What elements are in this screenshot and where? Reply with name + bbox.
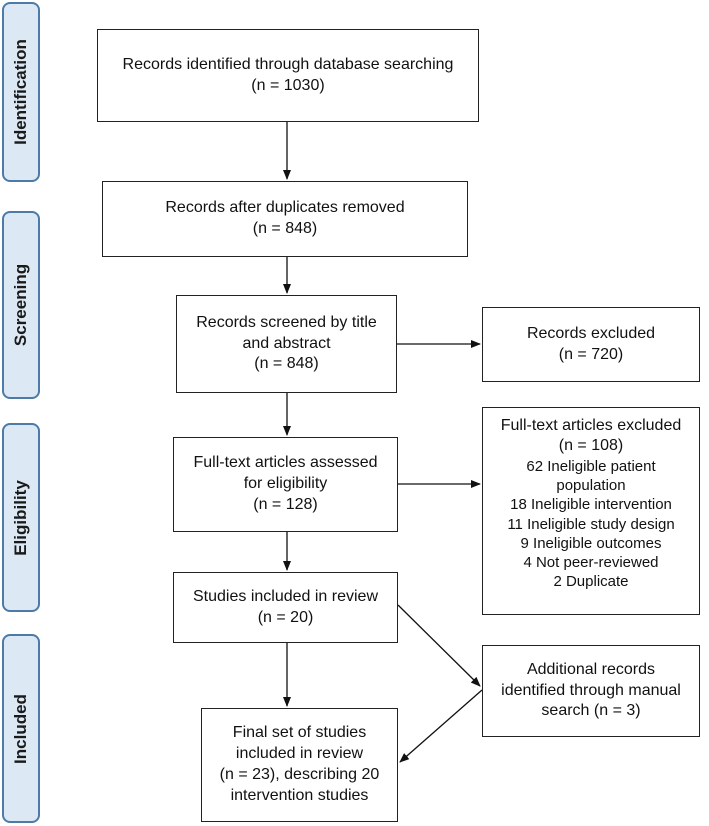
arrow-additional-to-final: [399, 689, 483, 763]
box-fulltext-assessed-line1: Full-text articles assessed: [193, 454, 378, 472]
box-records-screened-line2: and abstract: [242, 334, 331, 352]
box-records-deduplicated-line1: Records after duplicates removed: [165, 199, 405, 217]
box-records-excluded-line1: Records excluded: [526, 324, 656, 342]
box-final-studies-line3: (n = 23), describing 20: [219, 766, 380, 783]
box-fulltext-assessed: Full-text articles assessed for eligibil…: [173, 437, 398, 532]
box-records-identified-line1: Records identified through database sear…: [122, 55, 454, 73]
box-additional-records-line1: Additional records: [526, 660, 656, 678]
box-fulltext-excluded: Full-text articles excluded (n = 108) 62…: [482, 407, 700, 615]
box-fulltext-excluded-line1: Full-text articles excluded: [500, 417, 682, 434]
box-fulltext-assessed-line3: (n = 128): [253, 495, 318, 513]
exclusion-reason: 9 Ineligible outcomes: [520, 534, 662, 552]
box-final-studies-line2: included in review: [235, 745, 364, 763]
box-studies-included-line2: (n = 20): [257, 608, 314, 626]
box-records-screened-line3: (n = 848): [254, 355, 319, 373]
stage-identification: Identification: [2, 2, 40, 182]
box-final-studies-line4: intervention studies: [230, 786, 369, 804]
box-records-identified: Records identified through database sear…: [97, 29, 479, 122]
box-final-studies-line1: Final set of studies: [232, 724, 367, 742]
exclusion-reason: population: [556, 477, 626, 495]
stage-included: Included: [2, 634, 40, 823]
box-fulltext-assessed-line2: for eligibility: [243, 475, 328, 493]
arrow-included-to-additional: [397, 604, 481, 687]
box-final-studies: Final set of studies included in review …: [201, 708, 398, 822]
box-records-identified-line2: (n = 1030): [251, 76, 325, 94]
exclusion-reason: 4 Not peer-reviewed: [523, 553, 659, 571]
box-additional-records: Additional records identified through ma…: [482, 645, 700, 737]
box-studies-included-line1: Studies included in review: [193, 587, 378, 605]
stage-eligibility: Eligibility: [2, 423, 40, 612]
box-records-screened: Records screened by title and abstract (…: [176, 295, 397, 393]
exclusion-reason: 18 Ineligible intervention: [510, 496, 672, 514]
exclusion-reason: 2 Duplicate: [553, 573, 629, 591]
box-additional-records-line3: search (n = 3): [541, 702, 641, 720]
stage-screening: Screening: [2, 211, 40, 399]
box-records-excluded-line2: (n = 720): [558, 345, 624, 363]
box-studies-included: Studies included in review (n = 20): [173, 572, 398, 643]
box-records-excluded: Records excluded (n = 720): [482, 307, 700, 382]
box-records-deduplicated: Records after duplicates removed (n = 84…: [102, 181, 468, 257]
box-fulltext-excluded-line2: (n = 108): [558, 437, 624, 455]
box-records-deduplicated-line2: (n = 848): [252, 220, 318, 237]
box-additional-records-line2: identified through manual: [501, 681, 681, 699]
exclusion-reason: 62 Ineligible patient: [526, 457, 656, 475]
box-records-screened-line1: Records screened by title: [196, 313, 377, 331]
exclusion-reason: 11 Ineligible study design: [507, 515, 675, 533]
